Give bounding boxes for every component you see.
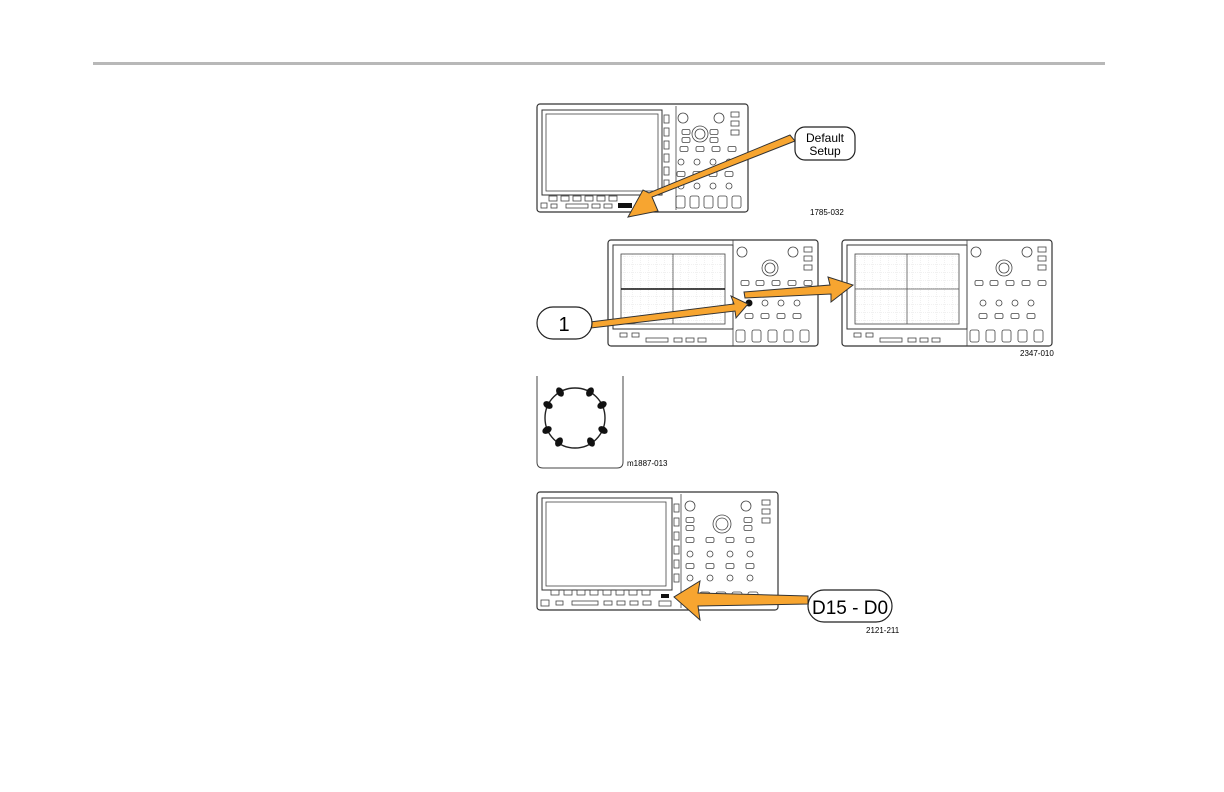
default-setup-label-line2: Setup: [809, 144, 841, 158]
scope-front-panel-channel-one-after: [842, 240, 1052, 346]
channel-one-label: 1: [558, 314, 569, 336]
scope-front-panel-digital-channels: [537, 492, 778, 610]
figure-id-channel-one: 2347-010: [1020, 349, 1054, 358]
d15-d0-label: D15 - D0: [812, 598, 888, 619]
multipurpose-knob-closeup: [537, 376, 623, 468]
default-setup-label-line1: Default: [806, 131, 845, 145]
figure-id-default-setup: 1785-032: [810, 208, 844, 217]
figure-id-digital-channels: 2121-211: [866, 626, 900, 635]
figure-id-knob: m1887-013: [627, 459, 668, 468]
